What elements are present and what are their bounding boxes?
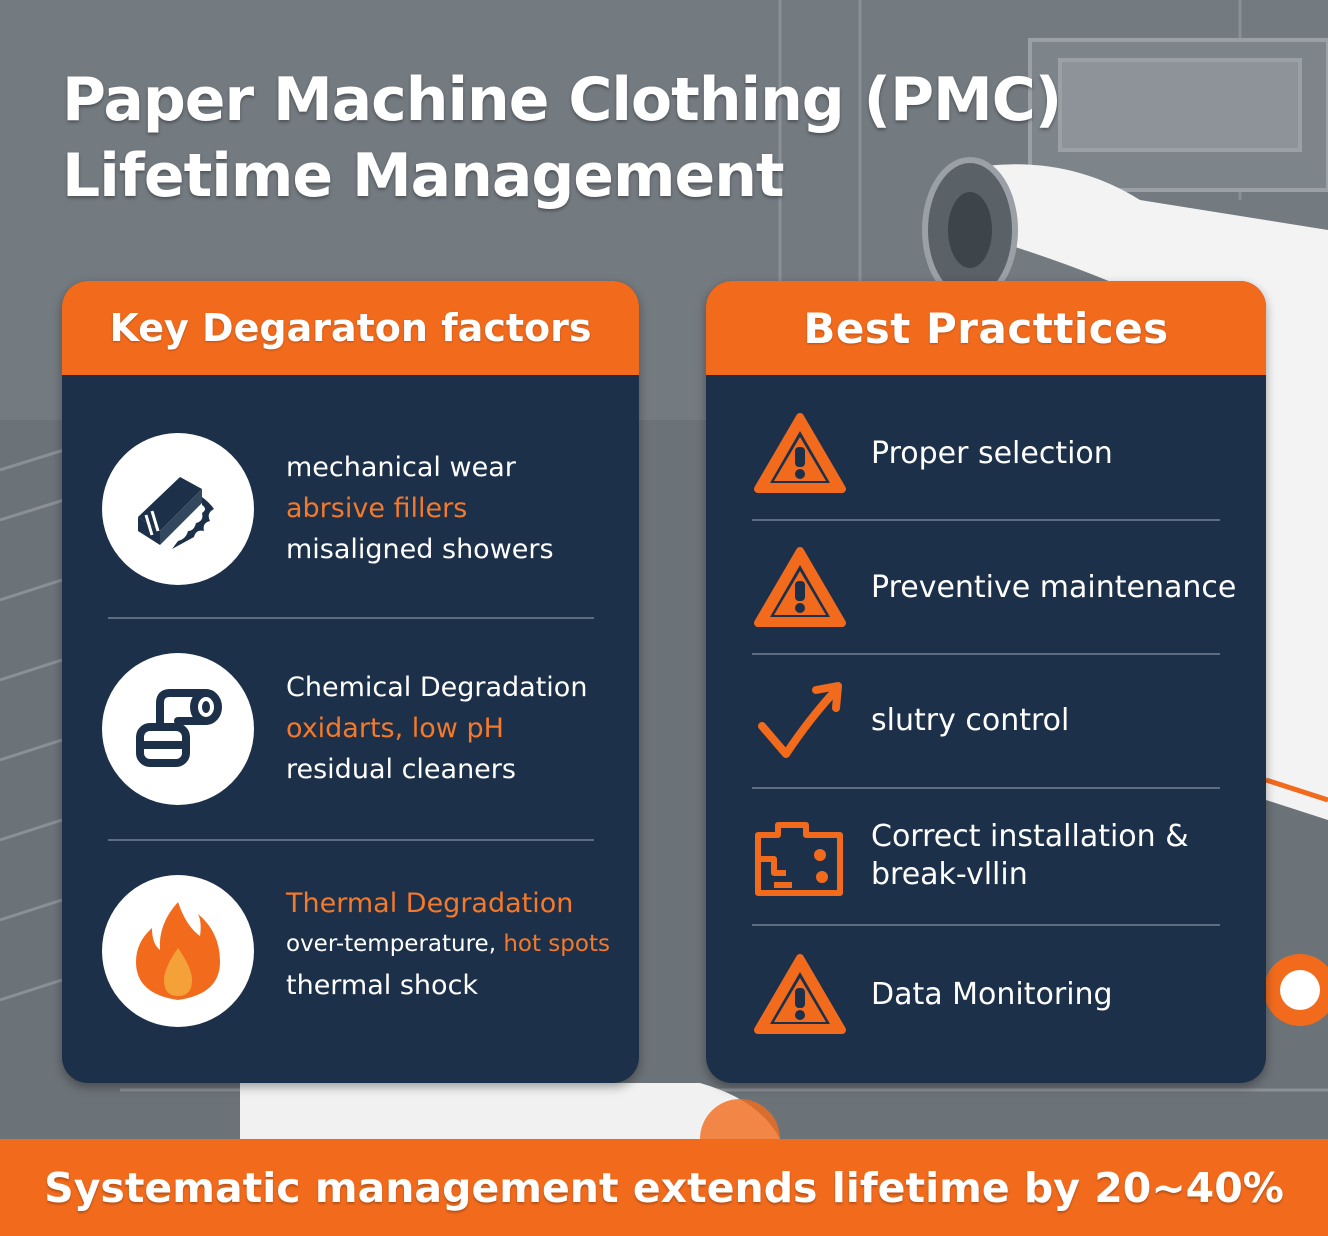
summary-banner: Systematic management extends lifetime b…	[0, 1139, 1328, 1236]
degradation-factors-panel: Key Degaraton factors mechanical wear ab…	[62, 281, 639, 1083]
practice-item-slurry-control: slutry control	[752, 666, 1242, 776]
divider	[752, 787, 1220, 789]
divider	[752, 653, 1220, 655]
factor-thermal-line-2-highlight: hot spots	[503, 931, 610, 957]
factor-mechanical-line-2: abrsive fillers	[286, 493, 468, 524]
divider	[752, 924, 1220, 926]
fabric-wear-icon	[138, 477, 214, 549]
factor-thermal-line-3: thermal shock	[286, 970, 479, 1001]
practice-item-data-monitoring: Data Monitoring	[752, 940, 1242, 1050]
warning-icon	[754, 413, 846, 493]
page-title: Paper Machine Clothing (PMC) Lifetime Ma…	[62, 62, 1062, 214]
practice-label: Preventive maintenance	[871, 570, 1237, 605]
divider	[108, 839, 594, 841]
factor-icon-circle	[102, 875, 254, 1027]
factor-mechanical-line-3: misaligned showers	[286, 534, 554, 565]
factor-chemical: Chemical Degradation oxidarts, low pH re…	[102, 653, 602, 805]
factor-mechanical: mechanical wear abrsive fillers misalign…	[102, 433, 602, 585]
factor-thermal-line-1: Thermal Degradation	[286, 888, 574, 919]
factor-mechanical-text: mechanical wear abrsive fillers misalign…	[286, 447, 626, 570]
divider	[108, 617, 594, 619]
degradation-factors-header: Key Degaraton factors	[62, 281, 639, 375]
factor-icon-circle	[102, 653, 254, 805]
practice-item-preventive-maintenance: Preventive maintenance	[752, 533, 1242, 643]
practice-label: Data Monitoring	[871, 977, 1113, 1012]
best-practices-panel: Best Practtices Proper selection Prevent…	[706, 281, 1266, 1083]
chemical-roll-icon	[136, 689, 222, 767]
practice-item-proper-selection: Proper selection	[752, 399, 1242, 509]
factor-thermal-line-2: over-temperature, hot spots	[286, 924, 626, 965]
checkmark-arrow-icon	[758, 682, 842, 758]
factor-icon-circle	[102, 433, 254, 585]
practice-label: Proper selection	[871, 436, 1113, 471]
factor-mechanical-line-1: mechanical wear	[286, 452, 516, 483]
factor-thermal-line-2-prefix: over-temperature,	[286, 931, 496, 957]
practice-label: Correct installation & break-vllin	[871, 819, 1189, 892]
title-line-2: Lifetime Management	[62, 141, 785, 211]
best-practices-header: Best Practtices	[706, 281, 1266, 375]
factor-chemical-line-1: Chemical Degradation	[286, 672, 588, 703]
factor-chemical-line-3: residual cleaners	[286, 754, 516, 785]
factor-chemical-line-2: oxidarts, low pH	[286, 713, 504, 744]
factor-thermal-text: Thermal Degradation over-temperature, ho…	[286, 883, 626, 1006]
title-line-1: Paper Machine Clothing (PMC)	[62, 65, 1062, 135]
divider	[752, 519, 1220, 521]
warning-icon	[754, 547, 846, 627]
practice-label: slutry control	[871, 703, 1070, 738]
practice-item-correct-installation: Correct installation & break-vllin	[752, 801, 1242, 911]
installation-icon	[755, 822, 843, 896]
factor-thermal: Thermal Degradation over-temperature, ho…	[102, 875, 610, 1027]
warning-icon	[754, 954, 846, 1034]
factor-chemical-text: Chemical Degradation oxidarts, low pH re…	[286, 667, 626, 790]
flame-icon	[136, 902, 220, 1000]
